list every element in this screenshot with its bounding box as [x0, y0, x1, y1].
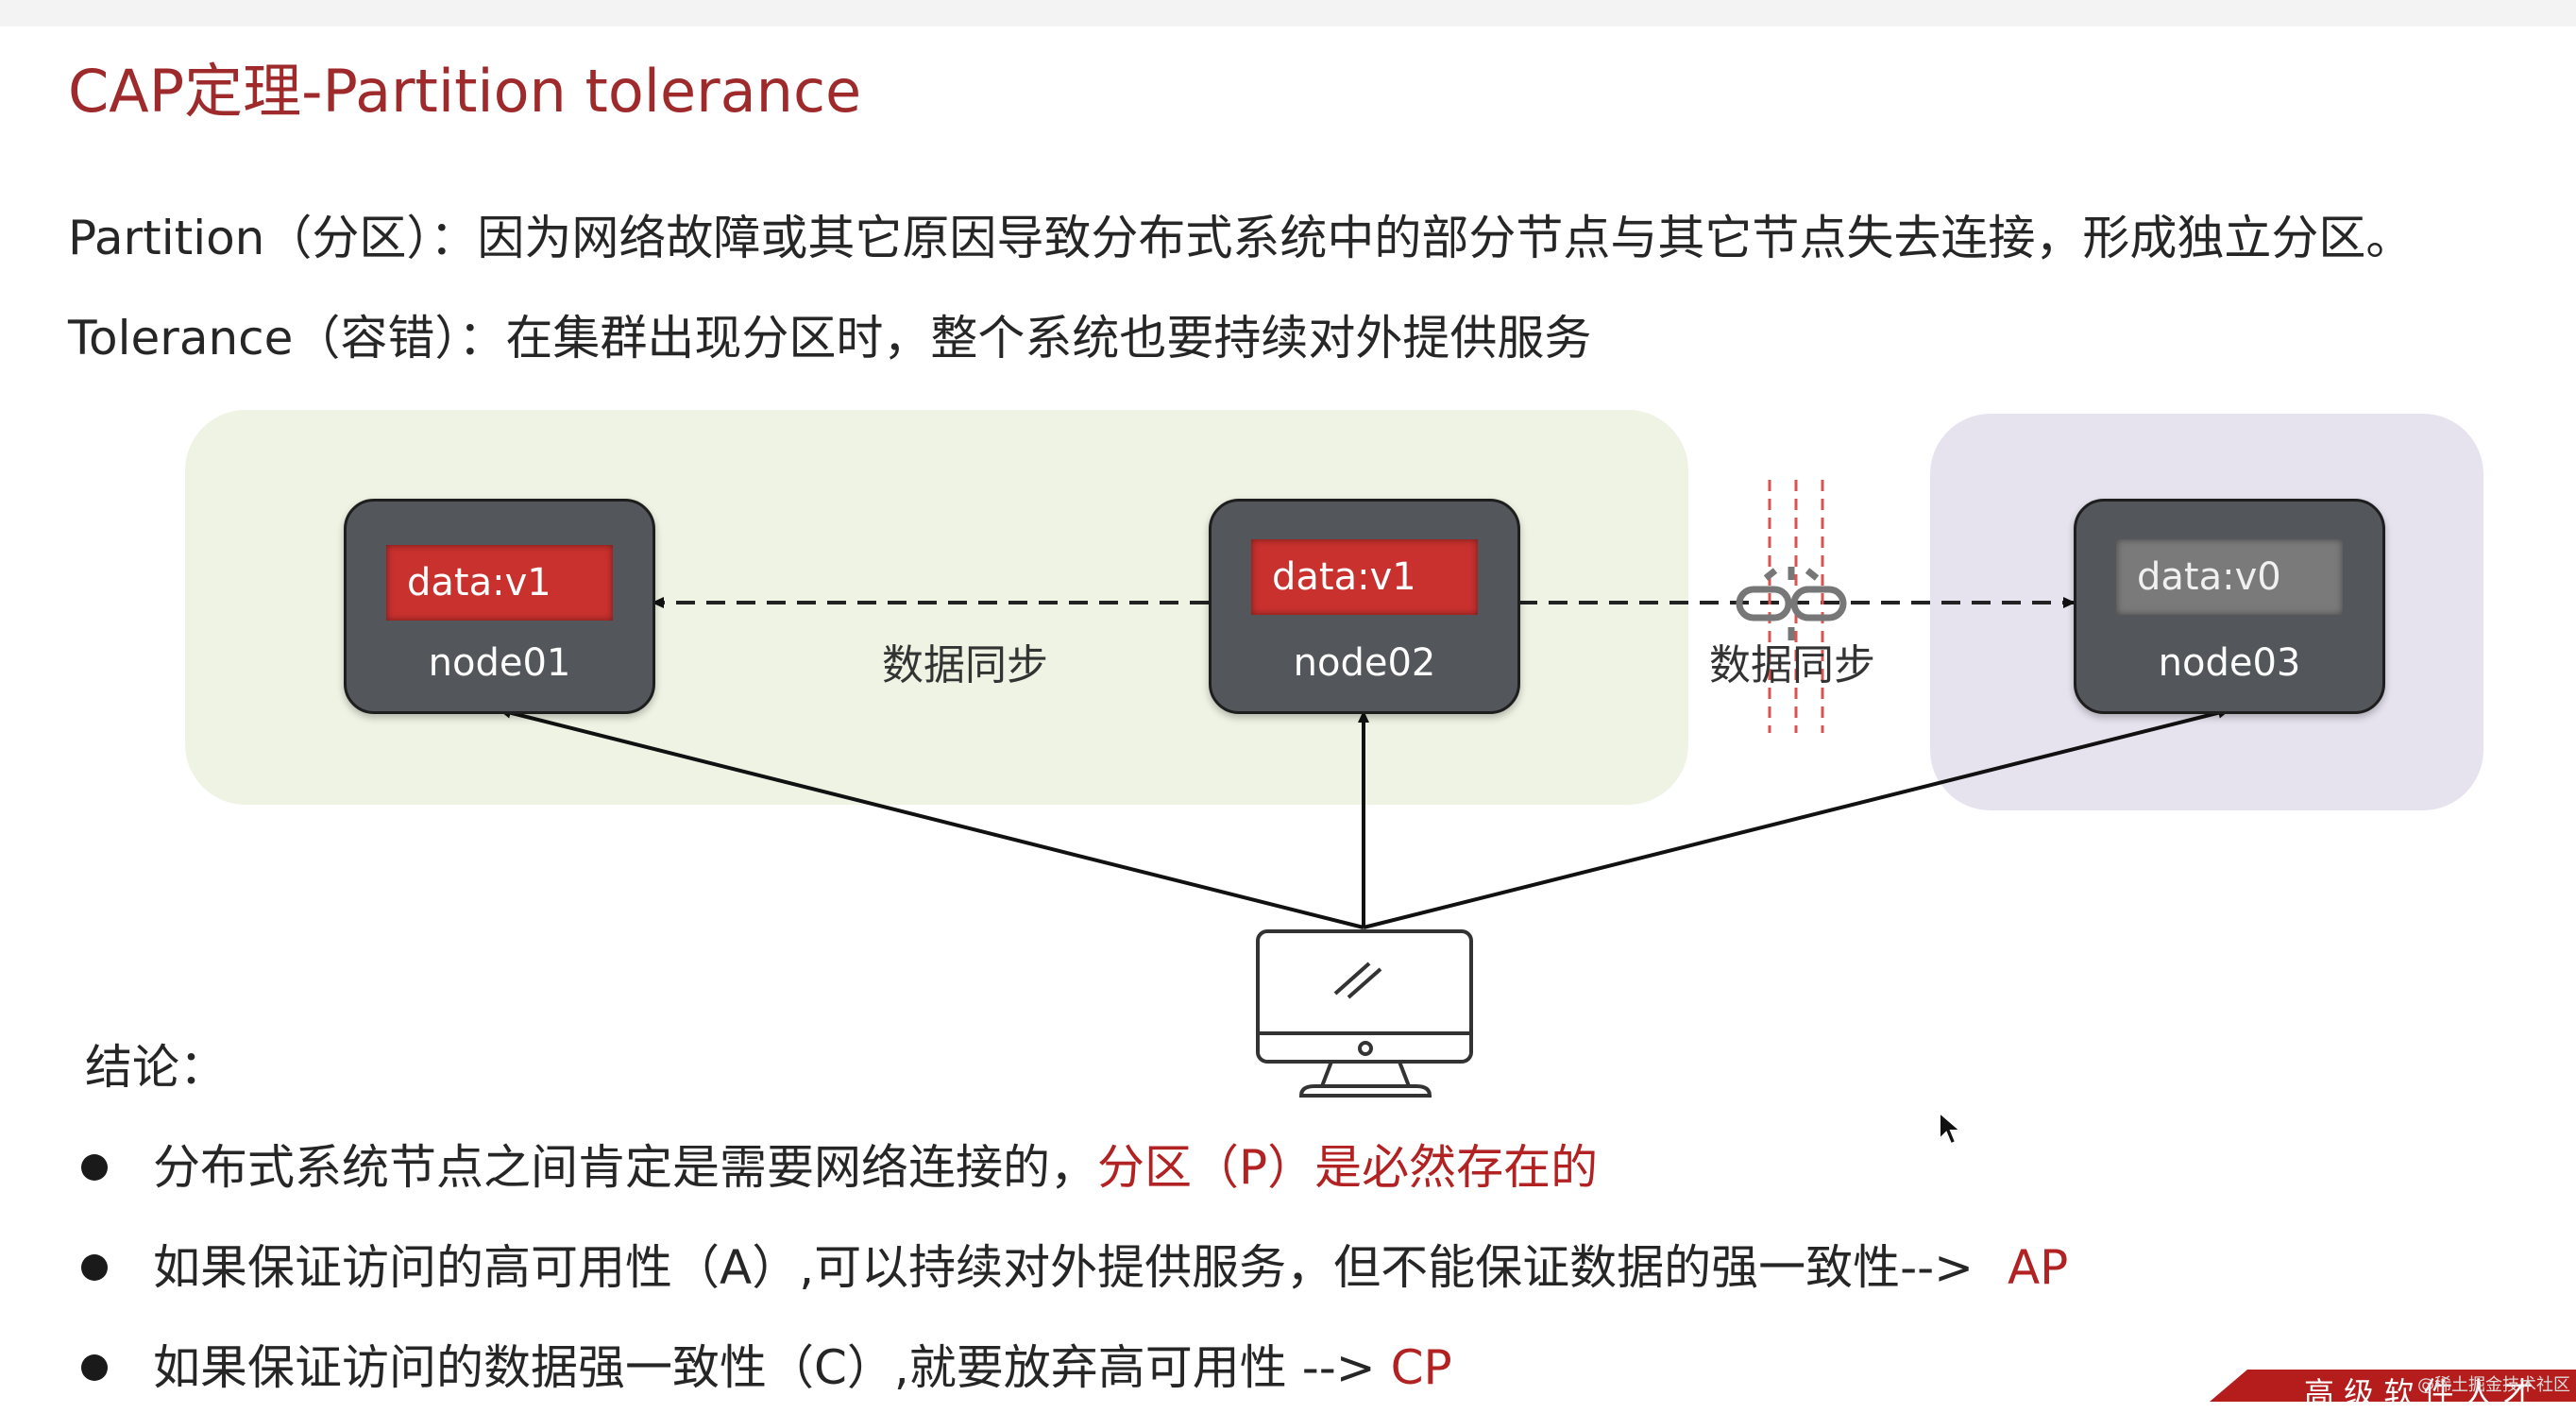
bullet-2-highlight: AP: [2007, 1240, 2069, 1295]
watermark: @稀土掘金技术社区: [2417, 1375, 2570, 1395]
footer-banner: [2210, 1370, 2576, 1402]
bullet-1-text: 分布式系统节点之间肯定是需要网络连接的，: [153, 1140, 1097, 1195]
tolerance-definition: Tolerance（容错）：在集群出现分区时，整个系统也要持续对外提供服务: [68, 311, 1592, 366]
partition-definition: Partition（分区）：因为网络故障或其它原因导致分布式系统中的部分节点与其…: [68, 211, 2414, 265]
top-bar: [0, 0, 2576, 26]
slide-title: CAP定理-Partition tolerance: [68, 57, 862, 126]
conclusion-bullet-1: 分布式系统节点之间肯定是需要网络连接的，分区（P）是必然存在的: [81, 1130, 1598, 1198]
broken-link-icon: [1736, 567, 1847, 640]
bullet-1-highlight: 分区（P）是必然存在的: [1097, 1140, 1599, 1195]
node02-server: data:v1 node02: [1209, 499, 1520, 714]
client-computer-icon: [1256, 929, 1473, 1098]
bullet-dot: [81, 1353, 108, 1381]
conclusion-bullet-3: 如果保证访问的数据强一致性（C）,就要放弃高可用性 --> CP: [81, 1330, 1452, 1398]
bullet-3-highlight: CP: [1390, 1340, 1452, 1395]
bullet-3-text: 如果保证访问的数据强一致性（C）,就要放弃高可用性 -->: [153, 1340, 1391, 1395]
node03-label: node03: [2158, 641, 2301, 685]
sync-label-right: 数据同步: [1709, 641, 1875, 689]
client-arrow-node01: [499, 706, 1364, 929]
conclusion-heading: 结论：: [85, 1040, 227, 1095]
node02-data-value: data:v1: [1251, 539, 1478, 615]
node03-data-value: data:v0: [2116, 539, 2343, 615]
node02-label: node02: [1293, 641, 1436, 685]
node01-server: data:v1 node01: [344, 499, 655, 714]
mouse-cursor-icon: [1939, 1111, 1963, 1146]
partition-break-lines: [1768, 480, 1824, 733]
node01-data-value: data:v1: [386, 545, 613, 621]
node01-label: node01: [428, 641, 571, 685]
conclusion-bullet-2: 如果保证访问的高可用性（A）,可以持续对外提供服务，但不能保证数据的强一致性--…: [81, 1230, 2068, 1298]
bullet-2-text: 如果保证访问的高可用性（A）,可以持续对外提供服务，但不能保证数据的强一致性--…: [153, 1240, 1989, 1295]
sync-label-left: 数据同步: [882, 641, 1048, 689]
client-arrow-node03: [1363, 706, 2230, 929]
bullet-dot: [81, 1153, 108, 1181]
bullet-dot: [81, 1253, 108, 1281]
node03-server: data:v0 node03: [2074, 499, 2385, 714]
